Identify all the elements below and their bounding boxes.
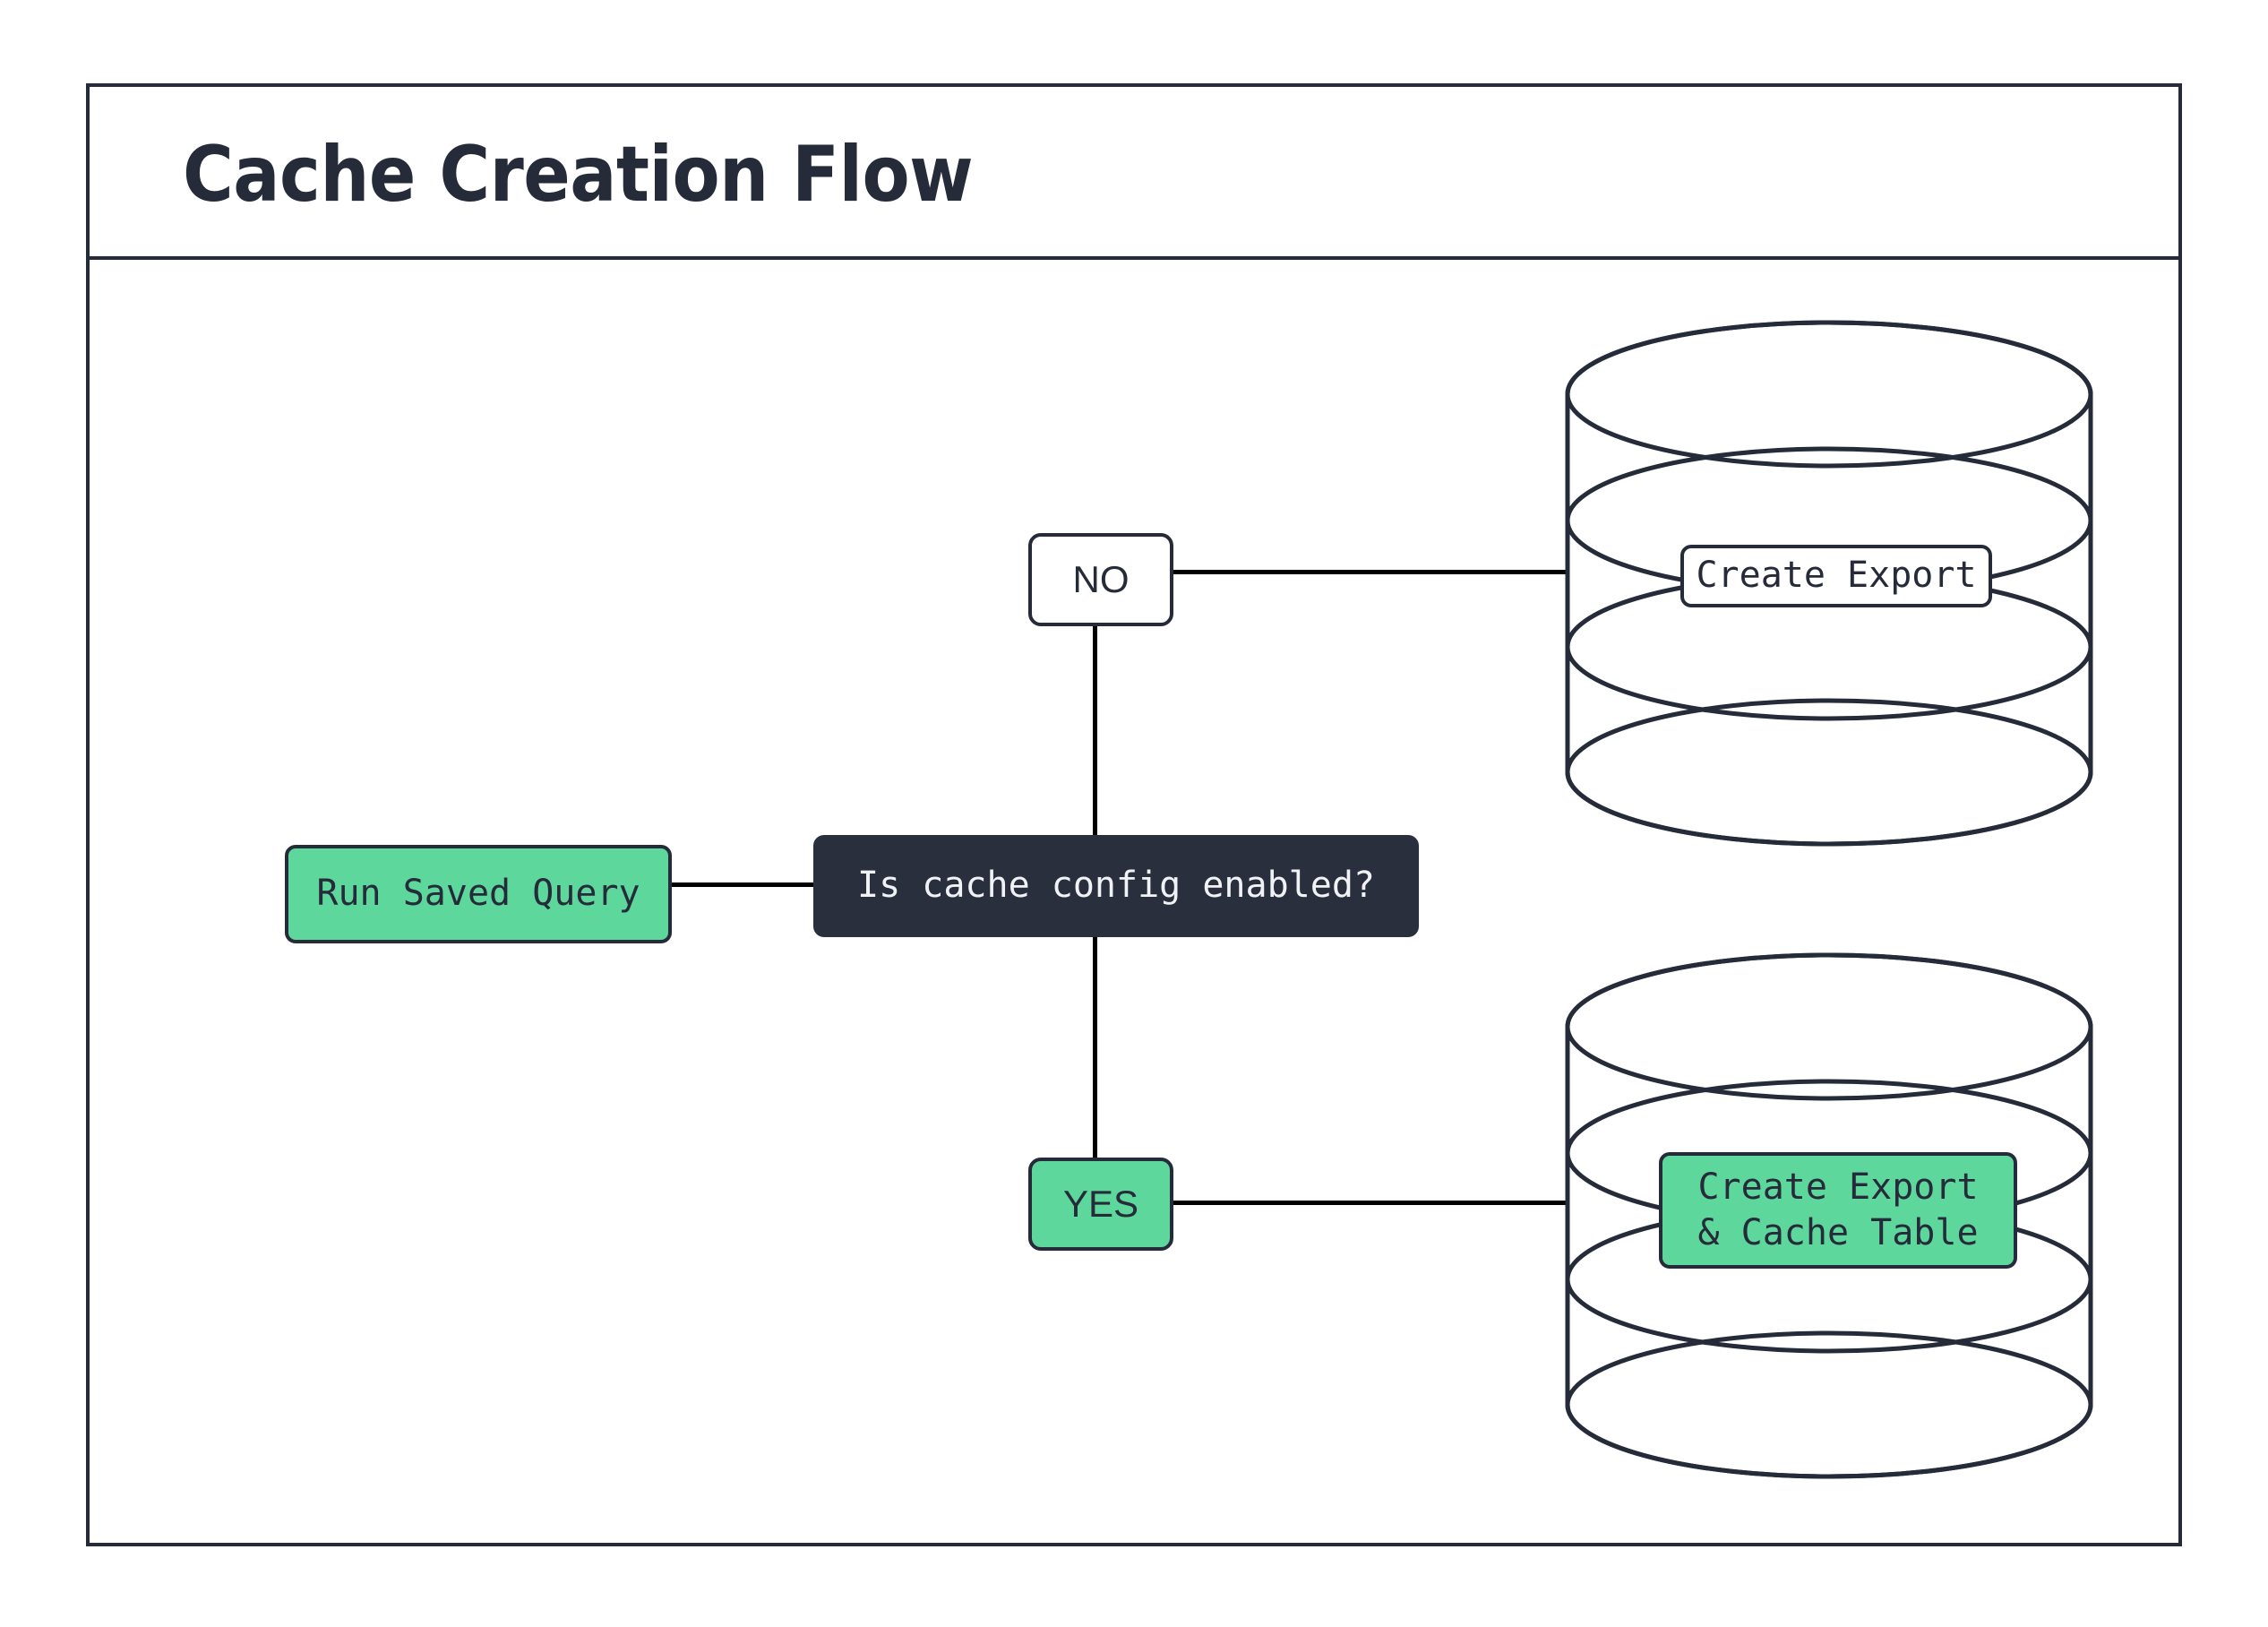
node-branch-yes[interactable]: YES [1028, 1158, 1173, 1251]
node-branch-no[interactable]: NO [1028, 533, 1173, 626]
edge-no-to-db-top [1091, 570, 1575, 574]
edge-decision-to-yes [1093, 934, 1097, 1168]
edge-yes-to-db-bottom [1091, 1201, 1575, 1205]
edge-start-to-decision [670, 882, 815, 887]
node-create-export-label[interactable]: Create Export [1680, 545, 1992, 607]
page-title: Cache Creation Flow [183, 130, 974, 220]
node-create-export-and-cache-table-label[interactable]: Create Export & Cache Table [1659, 1152, 2017, 1269]
diagram-header [90, 87, 2178, 260]
edge-decision-to-no [1093, 625, 1097, 840]
node-run-saved-query[interactable]: Run Saved Query [285, 845, 672, 943]
node-is-cache-config-enabled[interactable]: Is cache config enabled? [813, 835, 1419, 937]
